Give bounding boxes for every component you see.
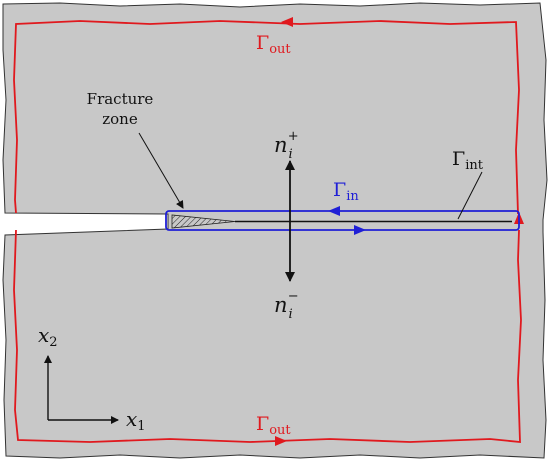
gamma-out-contour [13,20,522,443]
gamma-out-top-arrow [281,17,293,27]
gamma-int-label: Γint [452,148,484,173]
gamma-in-top-arrow [328,206,340,216]
gamma-out-bottom-arrow [275,436,287,446]
normal-plus-label: ni+ [274,129,299,162]
fracture-zone-label-line2: zone [102,110,138,128]
gamma-in-bottom-arrow [354,225,366,235]
gamma-out-bottom-label: Γout [256,413,291,438]
gamma-int-leader [457,171,483,220]
gamma-in-contour [165,210,520,231]
fracture-zone-label-line1: Fracture [87,90,154,108]
fracture-zone-hatch [171,214,236,229]
gamma-in-label: Γin [333,179,359,204]
x2-label: x2 [38,323,58,350]
normal-minus-label: ni− [274,289,299,322]
gamma-out-top-label: Γout [256,32,291,57]
x1-label: x1 [126,407,146,434]
fracture-zone-leader [138,132,184,209]
